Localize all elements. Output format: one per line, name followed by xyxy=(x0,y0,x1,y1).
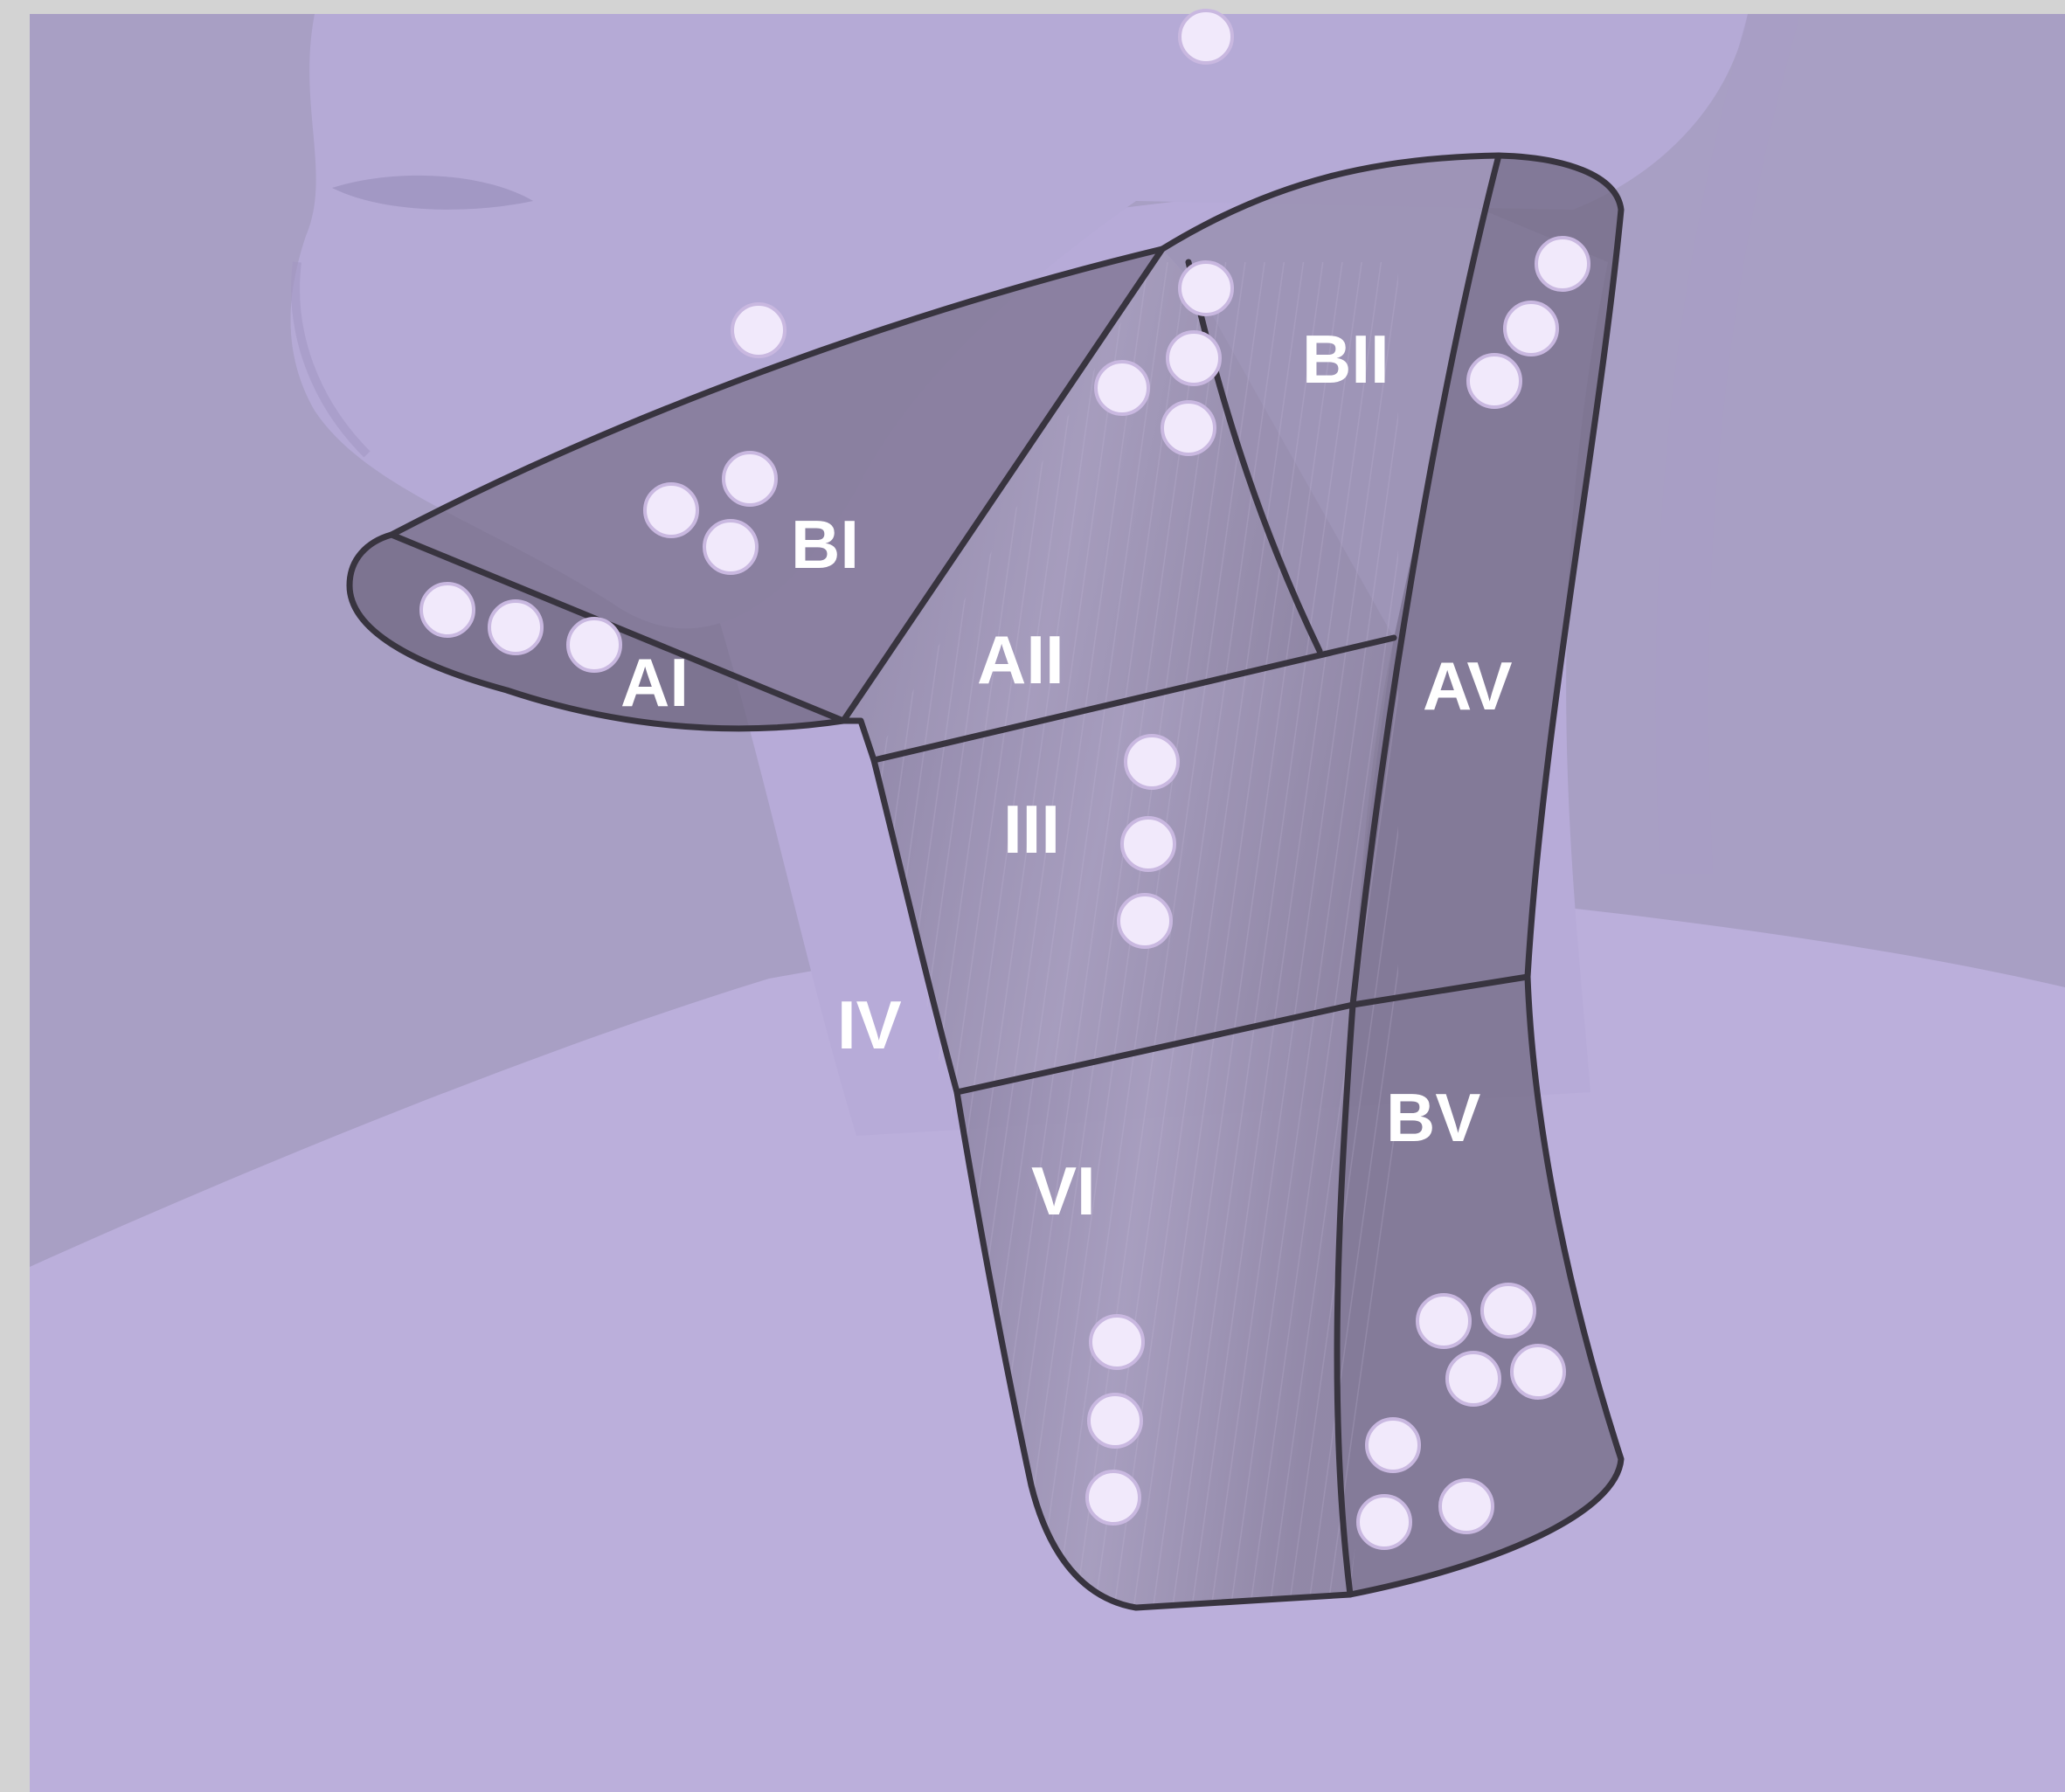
lymph-node xyxy=(1482,1284,1535,1337)
lymph-node xyxy=(1162,402,1215,454)
lymph-node xyxy=(1089,1394,1141,1447)
label-IV: IV xyxy=(837,986,902,1063)
label-BII: BII xyxy=(1302,321,1389,398)
lymph-node xyxy=(1468,355,1521,407)
lymph-node xyxy=(1096,362,1148,414)
lymph-node xyxy=(1180,10,1232,63)
lymph-node xyxy=(1126,736,1178,788)
lymph-node xyxy=(1447,1353,1500,1405)
label-AI: AI xyxy=(620,644,689,721)
lymph-node xyxy=(724,453,776,505)
label-AII: AII xyxy=(977,621,1064,698)
label-III: III xyxy=(1003,791,1060,868)
lymph-node xyxy=(1180,262,1232,315)
lymph-node xyxy=(1367,1419,1419,1471)
label-VI: VI xyxy=(1031,1152,1096,1229)
lymph-node xyxy=(1417,1295,1470,1347)
lymph-node xyxy=(1358,1496,1410,1548)
lymph-node xyxy=(732,304,785,356)
lymph-node xyxy=(1440,1480,1493,1533)
lymph-node xyxy=(421,584,474,636)
lymph-node xyxy=(1091,1316,1143,1368)
lymph-node xyxy=(1505,302,1557,355)
lymph-node xyxy=(1087,1471,1140,1524)
label-AV: AV xyxy=(1423,647,1513,724)
lymph-node xyxy=(1536,238,1589,290)
lymph-node xyxy=(1168,332,1220,384)
label-BV: BV xyxy=(1386,1079,1480,1156)
lymph-node xyxy=(568,619,620,671)
lymph-node xyxy=(1122,818,1175,870)
label-BI: BI xyxy=(791,506,859,583)
lymph-node xyxy=(645,484,697,536)
lymph-node xyxy=(489,601,542,654)
lymph-node xyxy=(1119,895,1171,947)
lymph-node xyxy=(1512,1346,1564,1398)
lymph-node xyxy=(704,521,757,573)
